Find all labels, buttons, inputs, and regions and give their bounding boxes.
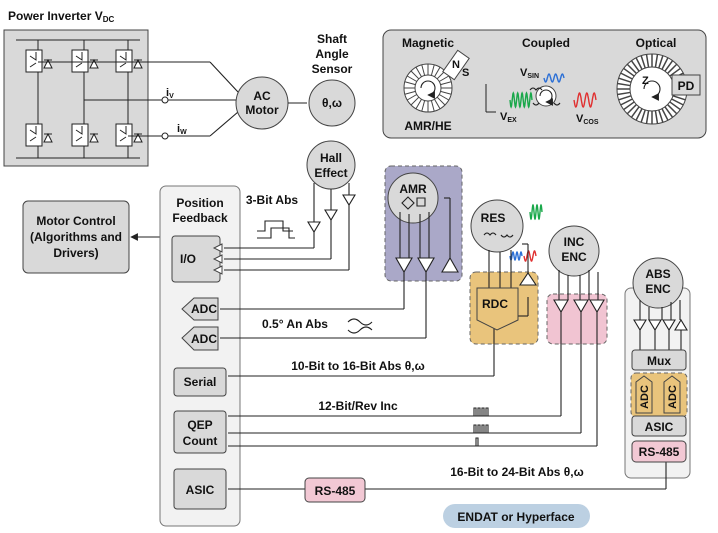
abs-rs485-label: RS-485 [639,445,680,459]
hall-label-1: Hall [320,151,342,165]
motor-control-line-2: (Algorithms and [30,230,122,244]
rdc-wiring [228,243,538,377]
inc-wiring [228,270,605,447]
mux-label: Mux [647,354,671,368]
magnet-pole-n: N [452,59,460,71]
optical-pd-label: PD [678,79,695,93]
qep-block [173,410,227,454]
optical-sensor-icon [616,53,701,125]
shaft-label-3: Sensor [312,62,353,76]
vex-label: VEX [500,111,517,124]
inc-signal-label: 12-Bit/Rev Inc [318,399,398,413]
inverter-switches [16,39,143,159]
magnetic-label: AMR/HE [404,119,451,133]
amr-signal-label: 0.5° An Abs [262,317,328,331]
vcos-label: VCOS [576,113,599,126]
current-label-w: iW [177,123,187,136]
optical-title: Optical [636,36,677,50]
shaft-label-2: Angle [315,47,349,61]
abs-asic-label: ASIC [645,420,674,434]
magnetic-sensor-icon [403,49,496,113]
protocol-badge [443,504,590,528]
adc-label-2: ADC [191,332,217,346]
motor-control-box [22,200,130,274]
qep-label-2: Count [183,434,218,448]
asic-block [173,468,227,510]
motor-control-line-1: Motor Control [36,214,115,228]
mux-block [631,349,687,371]
vsin-label: VSIN [520,67,539,80]
rdc-block [476,287,519,331]
shaft-angle-sensor [308,79,356,127]
abs-adc-label-2: ADC [667,385,679,409]
pf-title-1: Position [176,196,223,210]
abs-label-1: ABS [645,267,670,281]
hall-wiring [224,183,356,271]
abs-label-2: ENC [645,282,671,296]
protocol-badge-label: ENDAT or Hyperface [457,510,574,524]
abs-adc-label-1: ADC [639,385,651,409]
asic-label: ASIC [186,483,215,497]
optical-z-label: Z [642,75,649,87]
amr-wiring [220,196,459,339]
current-label-v: iV [166,87,174,100]
qep-label-1: QEP [187,418,212,432]
adc-block-2 [181,326,219,351]
abs-asic-block [631,415,687,437]
hall-effect-sensor [306,140,356,190]
abs-encoder [632,257,684,309]
current-probe-v [161,96,169,104]
rs485-label: RS-485 [315,484,356,498]
shaft-symbol: θ,ω [322,96,342,110]
coupled-title: Coupled [522,36,570,50]
adc-block-1 [181,297,219,321]
pf-title-2: Feedback [172,211,228,225]
inc-label-1: INC [564,235,585,249]
motor-label-1: AC [253,89,271,103]
coupled-sensor-icon [509,73,597,109]
abs-wiring [228,300,688,490]
hall-signal-label: 3-Bit Abs [246,193,299,207]
rdc-label: RDC [482,297,508,311]
io-label: I/O [180,252,196,266]
abs-adc-2 [663,375,681,414]
inverter-output-lines [138,61,239,137]
shaft-label-1: Shaft [317,32,347,46]
inc-label-2: ENC [561,250,587,264]
amr-label: AMR [399,182,427,196]
abs-rs485-block [631,440,687,463]
abs-signal-label: 16-Bit to 24-Bit Abs θ,ω [450,465,584,479]
magnetic-title: Magnetic [402,36,454,50]
rs485-block [304,477,366,503]
motor-label-2: Motor [245,103,279,117]
rdc-signal-label: 10-Bit to 16-Bit Abs θ,ω [291,359,425,373]
hall-label-2: Effect [314,166,347,180]
adc-label-1: ADC [191,302,217,316]
resolver-label: RES [481,211,506,225]
serial-block [173,367,227,397]
io-buffers [212,243,223,275]
resolver-sensor [470,199,524,253]
motor-control-line-3: Drivers) [53,246,98,260]
inverter-title: Power Inverter VDC [8,9,114,24]
current-probe-w [161,132,169,140]
abs-adc-1 [635,375,653,414]
magnet-pole-s: S [462,67,469,79]
amr-sensor [387,172,439,224]
inc-encoder [548,225,600,277]
serial-label: Serial [184,375,217,389]
